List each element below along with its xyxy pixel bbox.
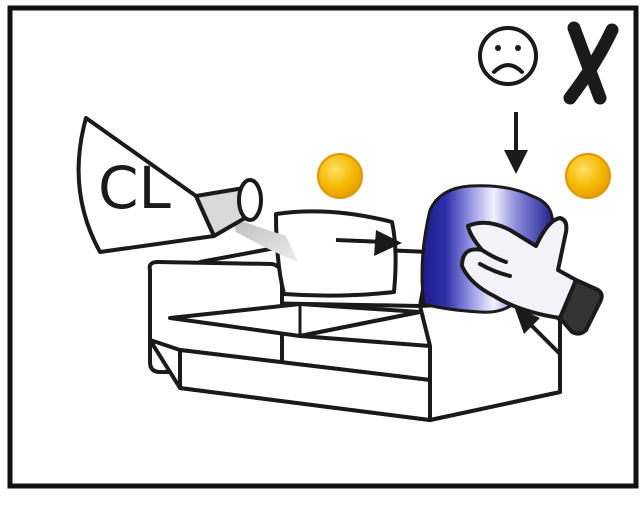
right-coin-icon [566,154,610,198]
megaphone-label: CL [98,154,171,222]
left-coin-icon [318,154,362,198]
